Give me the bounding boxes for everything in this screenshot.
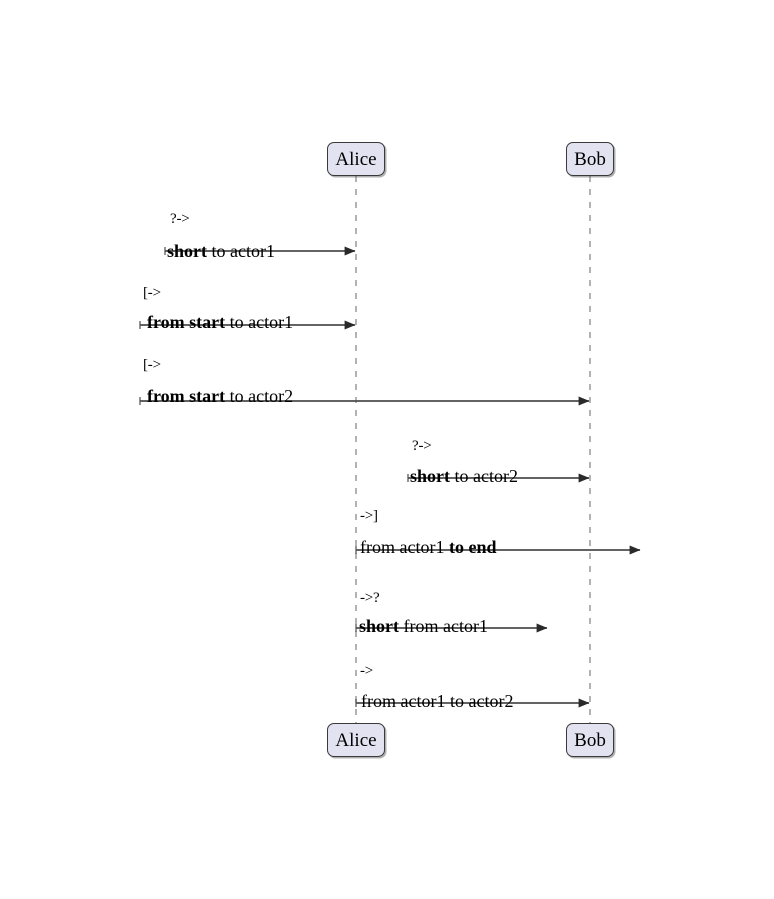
message-text-bold: short [167,241,207,261]
message-text-7: from actor1 to actor2 [361,691,513,712]
message-syntax-label-3: [-> [143,357,161,373]
message-text-3: from start to actor2 [147,386,293,407]
actor-box-actor1-bottom[interactable]: Alice [327,723,385,757]
message-syntax-label-5: ->] [360,508,378,524]
message-syntax-label-1: ?-> [170,211,190,227]
message-text-bold: to end [448,537,497,557]
message-text-plain: from actor1 [360,537,449,557]
actor-label: Alice [335,729,377,751]
message-syntax-label-7: -> [360,663,374,679]
message-syntax-label-4: ?-> [412,438,432,454]
lifelines-group [355,176,591,723]
message-text-5: from actor1 to end [360,537,496,558]
actor-label: Bob [574,148,606,170]
actor-label: Bob [574,729,606,751]
message-arrows-group [139,246,641,708]
message-text-bold: short [410,466,450,486]
message-text-plain: from actor1 to actor2 [361,691,514,711]
message-text-plain: to actor2 [225,386,294,406]
message-text-plain: to actor1 [207,241,275,261]
message-syntax-label-6: ->? [360,590,380,606]
message-text-1: short to actor1 [167,241,275,262]
actor-box-actor1-top[interactable]: Alice [327,142,385,176]
message-text-plain: from actor1 [399,616,488,636]
message-text-2: from start to actor1 [147,312,293,333]
message-text-plain: to actor1 [225,312,294,332]
actor-box-actor2-bottom[interactable]: Bob [566,723,614,757]
message-text-bold: short [359,616,399,636]
message-text-4: short to actor2 [410,466,518,487]
message-text-plain: to actor2 [450,466,518,486]
message-text-bold: from start [147,312,226,332]
actor-label: Alice [335,148,377,170]
message-syntax-label-2: [-> [143,285,161,301]
message-text-6: short from actor1 [359,616,488,637]
actor-box-actor2-top[interactable]: Bob [566,142,614,176]
message-text-bold: from start [147,386,226,406]
